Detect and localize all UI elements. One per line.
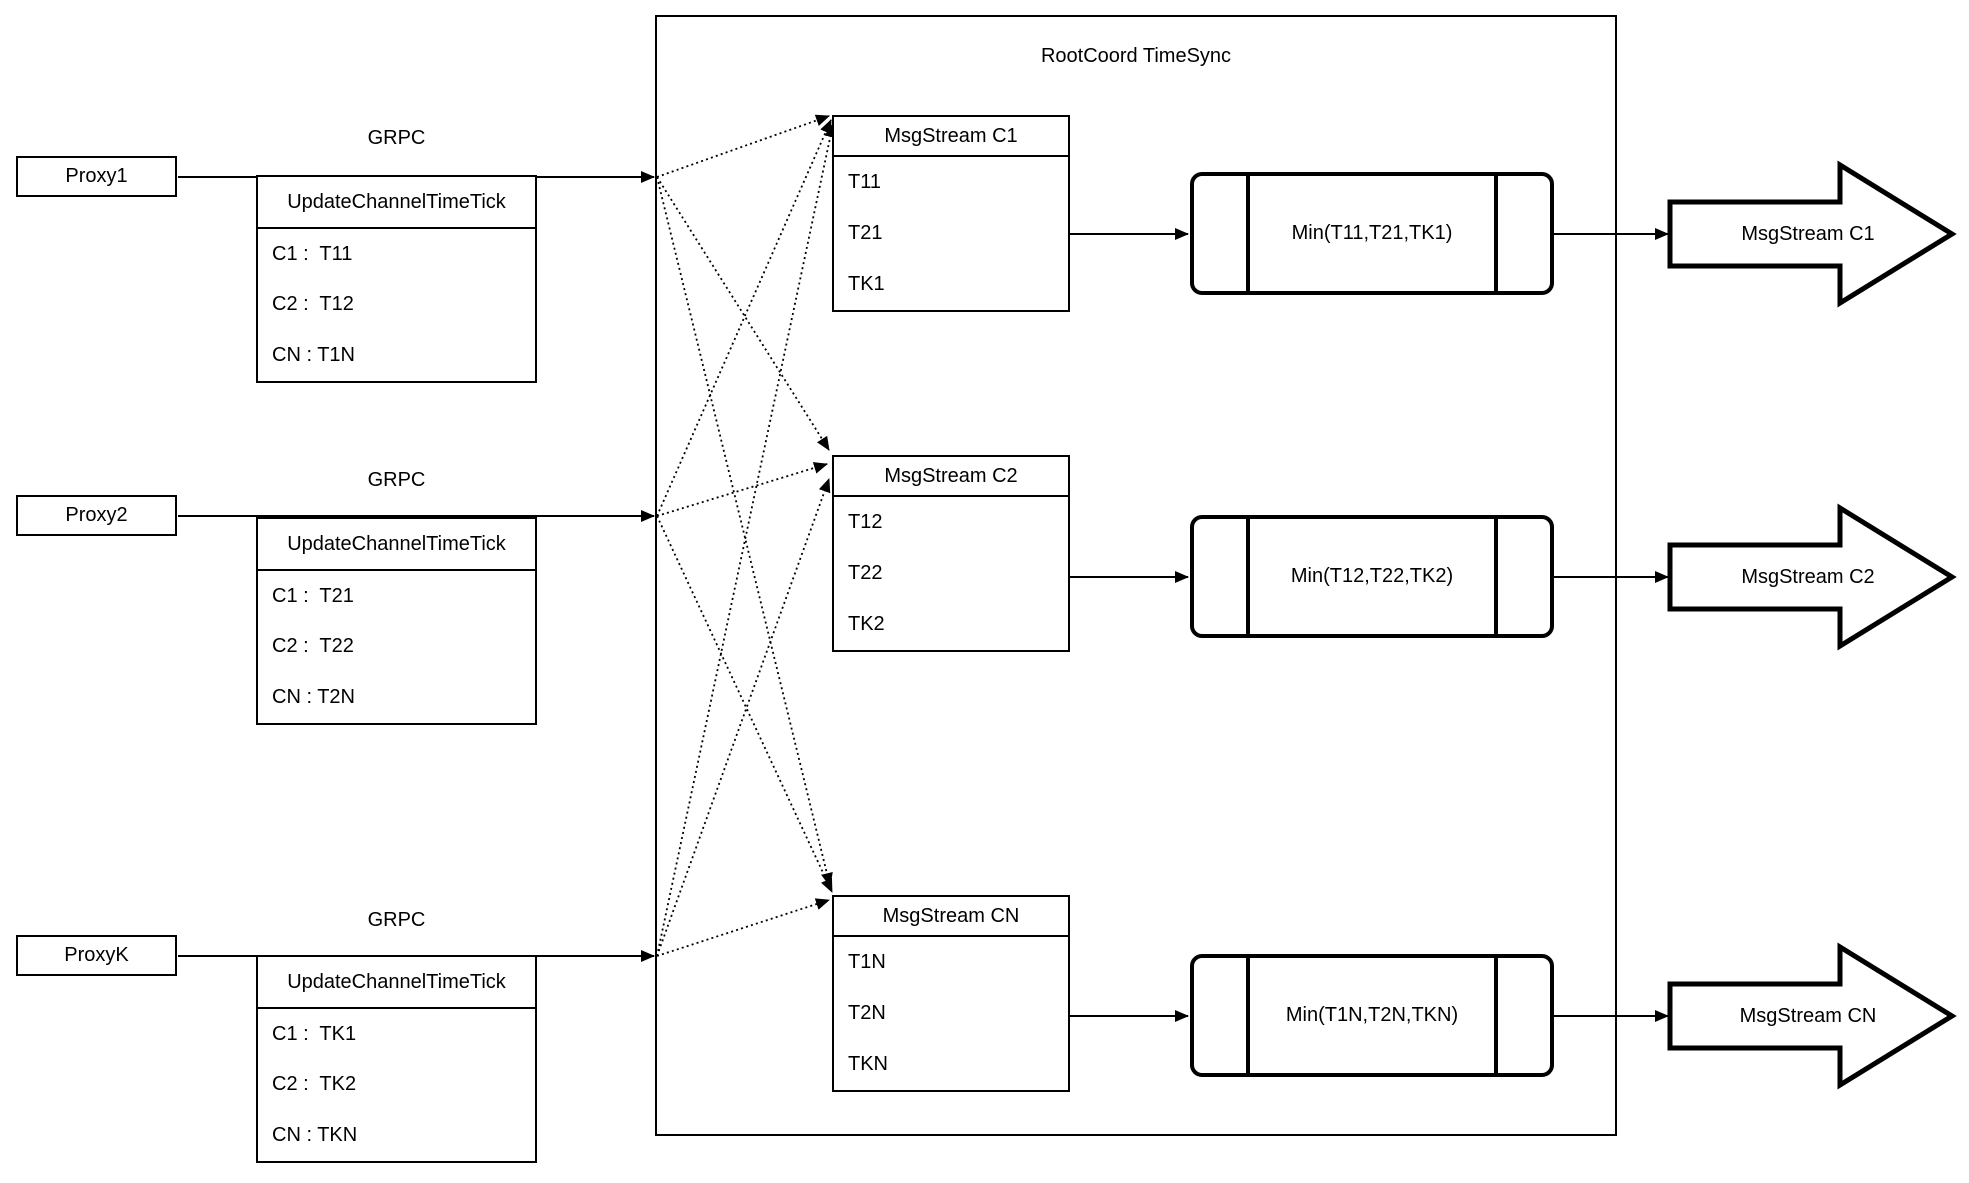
update-channel-timetick-table-1: UpdateChannelTimeTick C1 : T11 C2 : T12 …	[256, 175, 537, 383]
output-arrow-label-c2: MsgStream C2	[1741, 565, 1875, 588]
dotted-arrow-pk-c2	[656, 478, 831, 957]
process-bar-left	[1246, 519, 1250, 634]
timestamp-row: T11	[848, 171, 881, 193]
grpc-label-1: GRPC	[367, 126, 426, 149]
msgstream-header: MsgStream C2	[834, 457, 1068, 497]
dotted-arrow-pk-cn	[656, 898, 830, 957]
timestamp-row: TK2	[848, 613, 885, 635]
timestamp-row: T22	[848, 562, 883, 584]
timestamp-row: T21	[848, 222, 883, 244]
proxyk-box: ProxyK	[16, 935, 177, 976]
table-row: CN : T2N	[272, 686, 355, 709]
min-process-box-c1: Min(T11,T21,TK1)	[1190, 172, 1554, 295]
output-arrow-cn	[1667, 942, 1957, 1090]
update-channel-timetick-table-2: UpdateChannelTimeTick C1 : T21 C2 : T22 …	[256, 517, 537, 725]
table-header: UpdateChannelTimeTick	[258, 957, 535, 1009]
timestamp-row: T1N	[848, 951, 886, 973]
proxy2-label: Proxy2	[65, 504, 128, 526]
table-row: C1 : T11	[272, 242, 353, 265]
process-bar-left	[1246, 176, 1250, 291]
table-row: CN : T1N	[272, 344, 355, 367]
process-bar-right	[1494, 519, 1498, 634]
table-row: C1 : T21	[272, 584, 354, 607]
min-label: Min(T11,T21,TK1)	[1291, 222, 1453, 244]
timestamp-row: T12	[848, 511, 883, 533]
dotted-arrow-p2-cn	[656, 515, 833, 893]
table-header: UpdateChannelTimeTick	[258, 177, 535, 229]
output-arrow-c1	[1667, 160, 1957, 308]
grpc-label-3: GRPC	[367, 908, 426, 931]
timestamp-row: TKN	[848, 1053, 888, 1075]
timestamp-row: T2N	[848, 1002, 886, 1024]
grpc-label-2: GRPC	[367, 468, 426, 491]
proxy2-box: Proxy2	[16, 495, 177, 536]
rootcoord-container: RootCoord TimeSync	[655, 15, 1617, 1136]
output-arrow-c2	[1667, 503, 1957, 651]
proxy1-box: Proxy1	[16, 156, 177, 197]
update-channel-timetick-table-3: UpdateChannelTimeTick C1 : TK1 C2 : TK2 …	[256, 955, 537, 1163]
min-process-box-cn: Min(T1N,T2N,TKN)	[1190, 954, 1554, 1077]
table-row: C2 : T22	[272, 635, 354, 658]
process-bar-right	[1494, 176, 1498, 291]
msgstream-header: MsgStream C1	[834, 117, 1068, 157]
timestamp-row: TK1	[848, 273, 885, 295]
min-label: Min(T1N,T2N,TKN)	[1285, 1004, 1459, 1026]
table-row: C1 : TK1	[272, 1022, 357, 1045]
min-label: Min(T12,T22,TK2)	[1290, 565, 1454, 587]
process-bar-right	[1494, 958, 1498, 1073]
dotted-arrow-p1-c1	[656, 114, 830, 178]
output-arrow-label-c1: MsgStream C1	[1741, 222, 1875, 245]
table-row: CN : TKN	[272, 1124, 358, 1147]
table-row: C2 : TK2	[272, 1073, 357, 1096]
dotted-arrow-p2-c1	[656, 119, 832, 517]
dotted-arrow-pk-c1	[656, 123, 837, 957]
min-process-box-c2: Min(T12,T22,TK2)	[1190, 515, 1554, 638]
msgstream-header: MsgStream CN	[834, 897, 1068, 937]
msgstream-box-cn: MsgStream CN T1N T2N TKN	[832, 895, 1070, 1092]
msgstream-box-c1: MsgStream C1 T11 T21 TK1	[832, 115, 1070, 312]
table-header: UpdateChannelTimeTick	[258, 519, 535, 571]
dotted-arrow-p1-c2	[656, 176, 830, 451]
process-bar-left	[1246, 958, 1250, 1073]
output-arrow-label-cn: MsgStream CN	[1739, 1004, 1877, 1027]
proxyk-label: ProxyK	[64, 944, 129, 966]
dotted-arrow-p2-c2	[656, 462, 828, 517]
dotted-arrow-p1-cn	[656, 176, 833, 887]
proxy1-label: Proxy1	[65, 165, 128, 187]
table-row: C2 : T12	[272, 293, 354, 316]
msgstream-box-c2: MsgStream C2 T12 T22 TK2	[832, 455, 1070, 652]
rootcoord-title: RootCoord TimeSync	[1040, 45, 1232, 67]
